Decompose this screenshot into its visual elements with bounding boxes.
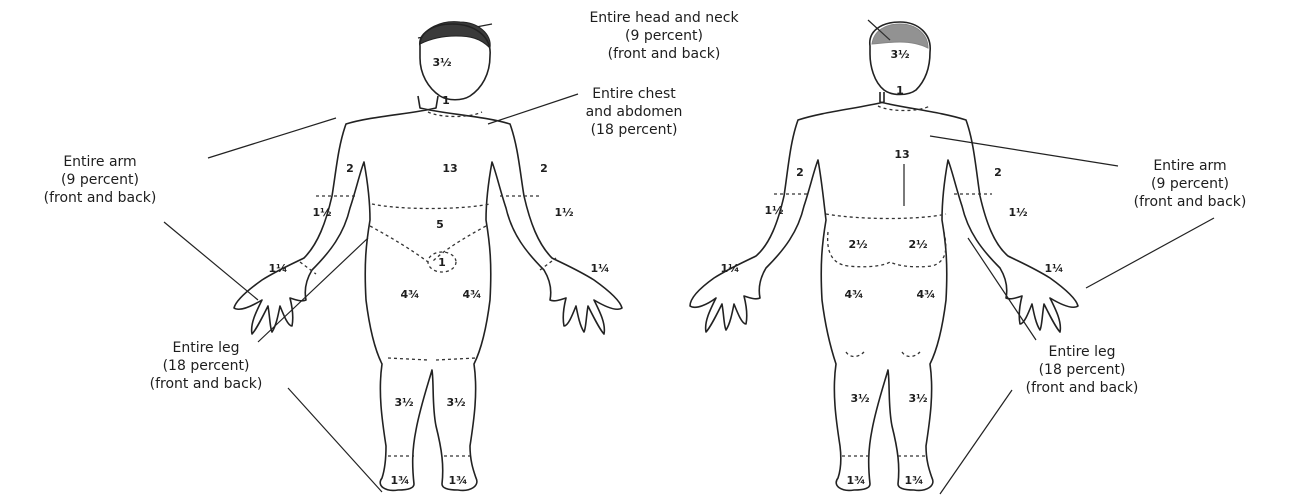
- front-knee-zones: [388, 358, 476, 360]
- label-chest-line2: and abdomen: [586, 104, 683, 120]
- leader-arm-left: [208, 118, 336, 158]
- front-abdomen-value: 5: [436, 218, 444, 231]
- back-knee-zones: [846, 352, 920, 357]
- back-head-value: 3½: [890, 48, 909, 61]
- back-buttock-right-value: 2½: [908, 238, 927, 251]
- front-waist-zone: [372, 204, 490, 209]
- leader-chest: [488, 94, 578, 124]
- front-foot-right-value: 1¾: [448, 474, 467, 487]
- label-arm-right: Entire arm (9 percent) (front and back): [1134, 158, 1247, 210]
- back-foot-right-value: 1¾: [904, 474, 923, 487]
- front-upper-arm-right-value: 2: [540, 162, 548, 175]
- label-leg-left-line3: (front and back): [150, 376, 263, 392]
- front-thigh-right-value: 4¾: [462, 288, 481, 301]
- label-head-neck: Entire head and neck (9 percent) (front …: [589, 10, 739, 62]
- back-trunk-value: 13: [894, 148, 909, 161]
- front-head-value: 3½: [432, 56, 451, 69]
- front-genital-value: 1: [438, 256, 446, 269]
- label-head-neck-line2: (9 percent): [625, 28, 703, 44]
- back-foot-left-value: 1¾: [846, 474, 865, 487]
- back-hand-left-value: 1¼: [720, 262, 739, 275]
- back-waist-zone: [826, 214, 946, 219]
- front-upper-arm-left-value: 2: [346, 162, 354, 175]
- back-lower-leg-right-value: 3½: [908, 392, 927, 405]
- label-leg-right-line2: (18 percent): [1039, 362, 1126, 378]
- label-leg-left-line1: Entire leg: [173, 340, 240, 356]
- back-upper-arm-right-value: 2: [994, 166, 1002, 179]
- front-lower-leg-right-value: 3½: [446, 396, 465, 409]
- back-buttock-zone: [828, 232, 946, 267]
- front-chest-value: 13: [442, 162, 457, 175]
- front-neck-value: 1: [442, 94, 450, 107]
- back-forearm-left-value: 1½: [764, 204, 783, 217]
- front-lower-leg-left-value: 3½: [394, 396, 413, 409]
- leader-lines: [164, 20, 1214, 494]
- leader-arm-left-hand: [164, 222, 258, 300]
- front-hand-right-value: 1¼: [590, 262, 609, 275]
- label-leg-left-line2: (18 percent): [163, 358, 250, 374]
- front-groin-zone: [370, 226, 486, 262]
- label-chest-line1: Entire chest: [592, 86, 676, 102]
- label-leg-left: Entire leg (18 percent) (front and back): [150, 340, 263, 392]
- back-buttock-left-value: 2½: [848, 238, 867, 251]
- label-head-neck-line3: (front and back): [608, 46, 721, 62]
- back-figure: 3½ 1 13 2½ 2½ 2 2 1½ 1½ 1¼ 1¼ 4¾ 4¾ 3½ 3…: [690, 22, 1078, 490]
- back-hand-right-value: 1¼: [1044, 262, 1063, 275]
- back-forearm-right-value: 1½: [1008, 206, 1027, 219]
- label-leg-right-line3: (front and back): [1026, 380, 1139, 396]
- label-arm-left: Entire arm (9 percent) (front and back): [44, 154, 157, 206]
- label-arm-right-line1: Entire arm: [1153, 158, 1226, 174]
- back-thigh-right-value: 4¾: [916, 288, 935, 301]
- front-figure: 3½ 1 13 5 1 2 2 1½ 1½ 1¼ 1¼ 4¾ 4¾ 3½ 3½ …: [234, 22, 622, 491]
- label-chest-line3: (18 percent): [591, 122, 678, 138]
- leader-leg-left-foot: [288, 388, 382, 492]
- leader-arm-right-hand: [1086, 218, 1214, 288]
- front-hand-left-value: 1¼: [268, 262, 287, 275]
- front-hair: [420, 22, 490, 48]
- label-arm-right-line3: (front and back): [1134, 194, 1247, 210]
- label-leg-right: Entire leg (18 percent) (front and back): [1026, 344, 1139, 396]
- leader-leg-right: [968, 238, 1036, 340]
- label-chest-abdomen: Entire chest and abdomen (18 percent): [586, 86, 683, 138]
- label-arm-right-line2: (9 percent): [1151, 176, 1229, 192]
- label-arm-left-line2: (9 percent): [61, 172, 139, 188]
- front-thigh-left-value: 4¾: [400, 288, 419, 301]
- label-arm-left-line3: (front and back): [44, 190, 157, 206]
- leader-leg-right-foot: [940, 390, 1012, 494]
- label-head-neck-line1: Entire head and neck: [589, 10, 739, 26]
- label-arm-left-line1: Entire arm: [63, 154, 136, 170]
- back-lower-leg-left-value: 3½: [850, 392, 869, 405]
- front-body-outline: [234, 96, 622, 490]
- back-thigh-left-value: 4¾: [844, 288, 863, 301]
- back-neck-value: 1: [896, 84, 904, 97]
- front-forearm-right-value: 1½: [554, 206, 573, 219]
- leader-arm-right: [930, 136, 1118, 166]
- label-leg-right-line1: Entire leg: [1049, 344, 1116, 360]
- front-foot-left-value: 1¾: [390, 474, 409, 487]
- back-body-outline: [690, 92, 1078, 490]
- back-upper-arm-left-value: 2: [796, 166, 804, 179]
- front-forearm-left-value: 1½: [312, 206, 331, 219]
